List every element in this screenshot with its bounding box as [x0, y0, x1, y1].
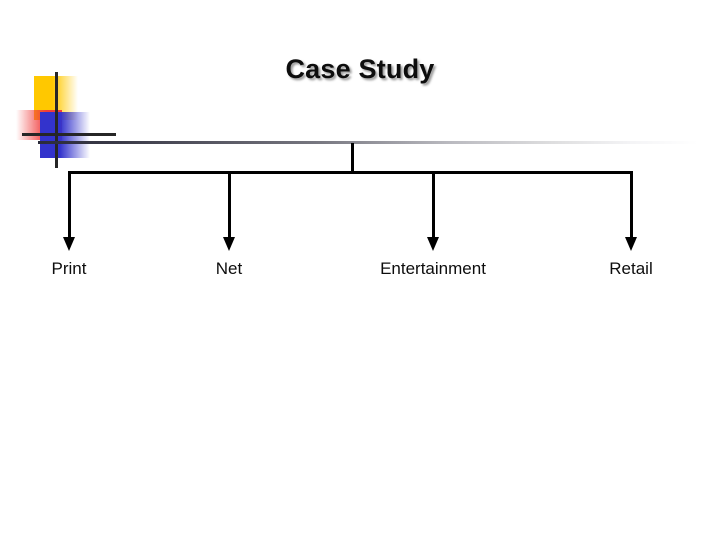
title-divider: [38, 141, 698, 144]
design-accent-graphic: [16, 72, 116, 168]
accent-horizontal-line: [22, 133, 116, 136]
node-label-retail: Retail: [609, 259, 653, 278]
arrowhead-icon-print: [63, 237, 75, 251]
tree-crossbar: [68, 171, 632, 174]
accent-vertical-line: [55, 72, 58, 168]
node-label-net: Net: [215, 259, 243, 278]
branch-line-net: [228, 171, 231, 239]
arrowhead-icon-entertainment: [427, 237, 439, 251]
branch-line-retail: [630, 171, 633, 239]
node-label-entertainment: Entertainment: [380, 259, 486, 278]
branch-line-entertainment: [432, 171, 435, 239]
arrowhead-icon-retail: [625, 237, 637, 251]
arrowhead-icon-net: [223, 237, 235, 251]
node-label-print: Print: [51, 259, 87, 278]
slide-title: Case Study: [285, 54, 435, 84]
branch-line-print: [68, 171, 71, 239]
tree-root-stem: [351, 143, 354, 173]
